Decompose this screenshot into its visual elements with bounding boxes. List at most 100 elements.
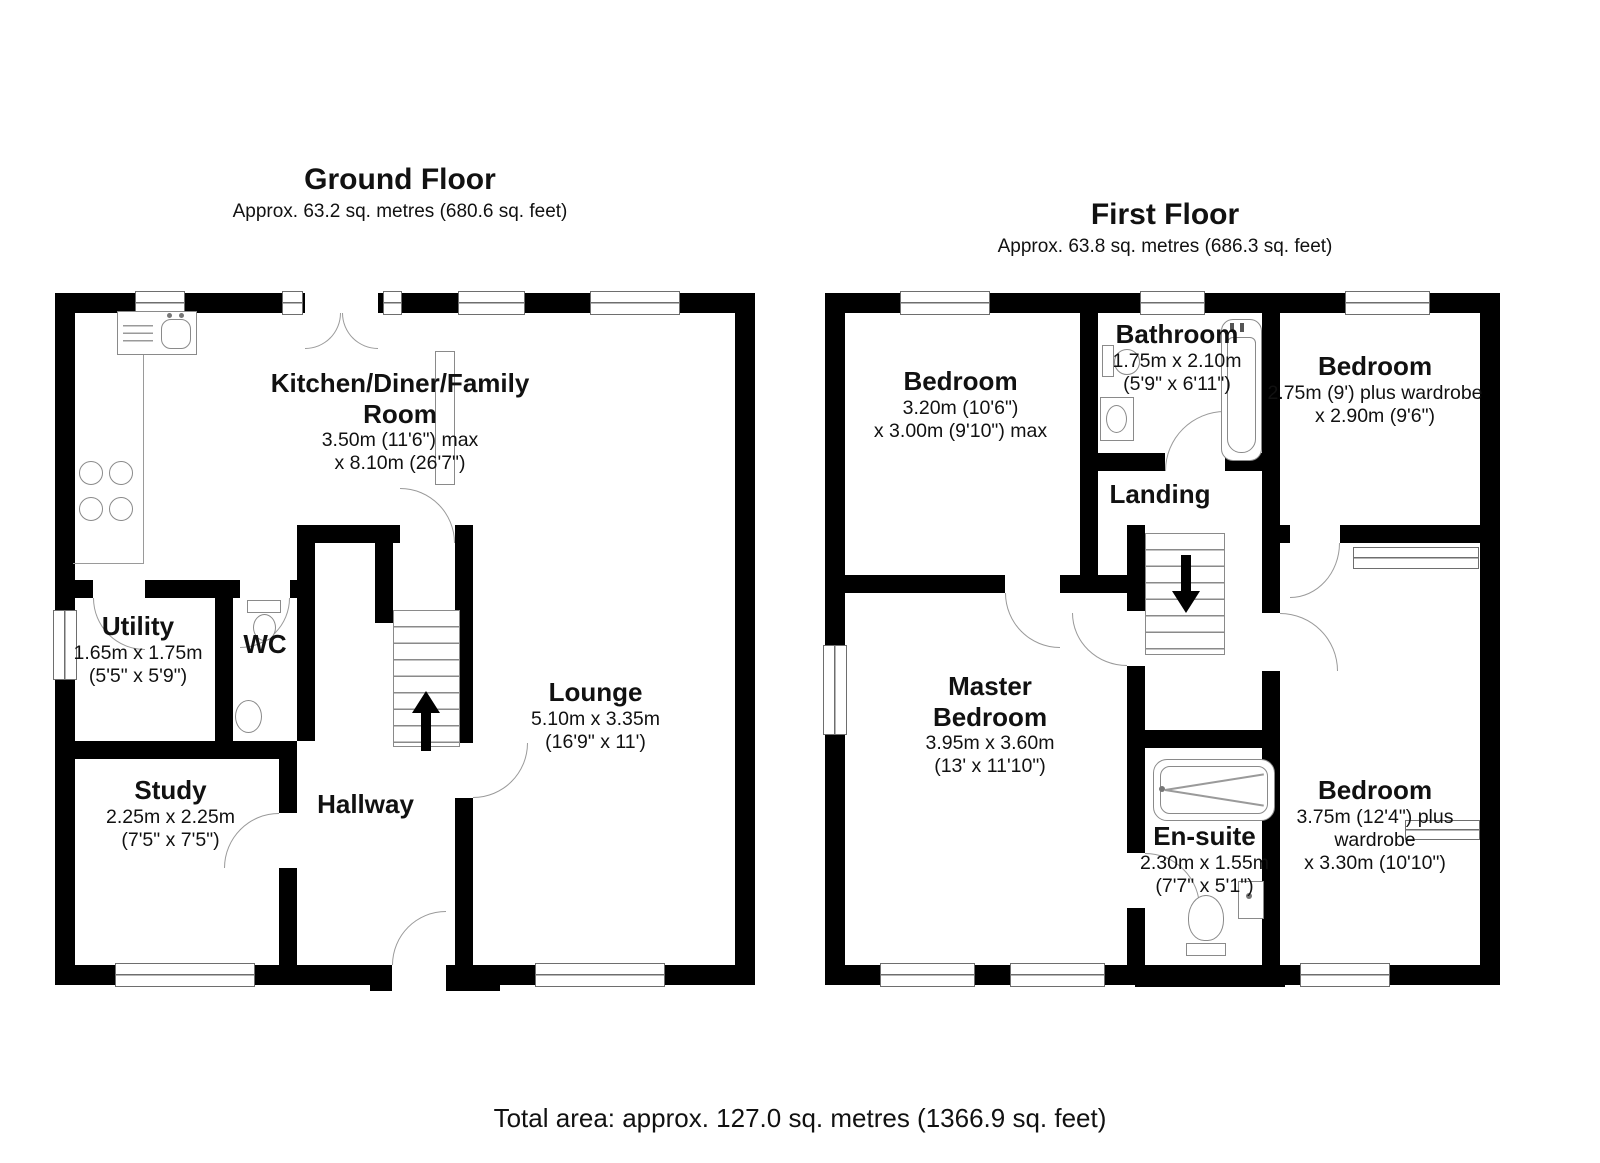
room-name: Study	[134, 775, 207, 805]
tap-icon	[1240, 323, 1244, 332]
room-dims: 1.65m x 1.75m	[73, 641, 203, 664]
tap-icon	[1230, 323, 1234, 332]
room-label-hallway: Hallway	[293, 789, 438, 820]
floor-title-text: Ground Floor	[304, 163, 496, 196]
wall	[290, 580, 297, 598]
ensuite-bathtub-inner	[1160, 766, 1268, 814]
floor-area-text: Approx. 63.2 sq. metres (680.6 sq. feet)	[232, 201, 568, 222]
toilet-cistern	[1186, 943, 1226, 956]
door-arc	[1165, 411, 1225, 471]
room-dims: x 3.00m (9'10") max	[873, 419, 1048, 442]
ground-floor-plan: Kitchen/Diner/Family Room 3.50m (11'6") …	[53, 291, 755, 993]
room-dims: (7'7" x 5'1")	[1155, 874, 1254, 897]
room-name: Bedroom	[903, 366, 1018, 396]
hob-burner	[109, 497, 133, 521]
room-dims: (5'9" x 6'11")	[1123, 372, 1231, 395]
window	[880, 963, 975, 987]
wall	[279, 759, 297, 813]
wall	[279, 868, 297, 965]
wall	[375, 525, 393, 623]
room-name: Bedroom	[1317, 351, 1433, 381]
room-label-master-bedroom: Master Bedroom 3.95m x 3.60m (13' x 11'1…	[885, 671, 1095, 778]
window	[282, 291, 303, 315]
room-dims: 5.10m x 3.35m	[531, 707, 660, 730]
wall	[825, 293, 845, 985]
room-name: WC	[243, 629, 287, 659]
hob-burner	[79, 461, 103, 485]
wall	[1127, 593, 1145, 611]
sink-drainer	[123, 319, 153, 347]
tap-icon	[167, 313, 172, 318]
first-floor-plan: Bedroom 3.20m (10'6") x 3.00m (9'10") ma…	[823, 291, 1500, 987]
room-name: Kitchen/Diner/Family Room	[270, 368, 530, 429]
first-floor-title: First Floor Approx. 63.8 sq. metres (686…	[915, 198, 1415, 258]
toilet-cistern	[1102, 345, 1114, 377]
room-dims: 2.25m x 2.25m	[106, 805, 235, 828]
hob-burner	[79, 497, 103, 521]
tap-icon	[1159, 786, 1165, 792]
basin-bowl	[1106, 405, 1127, 433]
wall	[1127, 525, 1145, 593]
window	[1010, 963, 1105, 987]
kitchen-counter	[73, 313, 144, 564]
room-dims: 2.75m (9') plus wardrobe	[1267, 381, 1483, 404]
door-arc	[1005, 593, 1060, 648]
window	[458, 291, 525, 315]
french-door-opening	[305, 293, 378, 313]
stairs-up-arrow	[421, 713, 431, 751]
wall	[55, 293, 755, 313]
room-dims: (7'5" x 7'5")	[121, 828, 220, 851]
room-label-bedroom-top-right: Bedroom 2.75m (9') plus wardrobe x 2.90m…	[1265, 351, 1485, 428]
room-label-utility: Utility 1.65m x 1.75m (5'5" x 5'9")	[73, 611, 203, 688]
wardrobe	[1353, 547, 1479, 569]
room-name: Bathroom	[1115, 319, 1239, 349]
room-dims: (13' x 11'10")	[934, 755, 1046, 778]
door-arc	[1290, 543, 1340, 598]
wall	[1262, 313, 1280, 543]
room-name: Bedroom	[1317, 775, 1433, 805]
wall	[1127, 908, 1145, 967]
wall	[735, 293, 755, 985]
door-arc	[342, 313, 378, 349]
window	[1345, 291, 1430, 315]
room-label-bedroom-top-left: Bedroom 3.20m (10'6") x 3.00m (9'10") ma…	[853, 366, 1068, 443]
room-dims: x 8.10m (26'7")	[334, 452, 466, 475]
room-name: En-suite	[1153, 821, 1256, 851]
wall	[1262, 671, 1280, 730]
wall	[215, 598, 233, 741]
wall	[297, 525, 315, 598]
window	[383, 291, 402, 315]
room-dims: 2.30m x 1.55m	[1140, 851, 1269, 874]
total-area-text: Total area: approx. 127.0 sq. metres (13…	[493, 1103, 1107, 1133]
sink-bowl	[161, 319, 191, 349]
room-label-landing: Landing	[1090, 479, 1230, 510]
wall	[297, 598, 315, 741]
room-dims: 3.75m (12'4") plus wardrobe	[1296, 805, 1454, 851]
room-label-lounge: Lounge 5.10m x 3.35m (16'9" x 11')	[493, 677, 698, 754]
room-dims: 3.95m x 3.60m	[925, 732, 1055, 755]
toilet-bowl	[253, 614, 276, 641]
floor-title-text: First Floor	[1090, 198, 1240, 231]
window	[1140, 291, 1205, 315]
wall	[1480, 293, 1500, 985]
room-name: Utility	[101, 611, 175, 641]
wall	[73, 741, 297, 759]
door-arc	[1072, 613, 1127, 666]
room-dims: 1.75m x 2.10m	[1112, 349, 1242, 372]
door-arc	[392, 911, 446, 965]
window	[823, 645, 847, 735]
room-dims: (5'5" x 5'9")	[88, 664, 188, 687]
wall	[1098, 453, 1165, 471]
room-dims: (16'9" x 11')	[545, 730, 646, 753]
tap-icon	[1246, 893, 1252, 899]
wall	[1127, 666, 1145, 853]
stairs-down-arrow-head	[1172, 591, 1200, 613]
window	[535, 963, 665, 987]
room-name: Hallway	[317, 789, 414, 819]
wall	[1262, 543, 1280, 613]
hob-burner	[109, 461, 133, 485]
window	[115, 963, 255, 987]
room-dims: 3.20m (10'6")	[902, 396, 1019, 419]
room-label-kitchen: Kitchen/Diner/Family Room 3.50m (11'6") …	[250, 368, 550, 475]
